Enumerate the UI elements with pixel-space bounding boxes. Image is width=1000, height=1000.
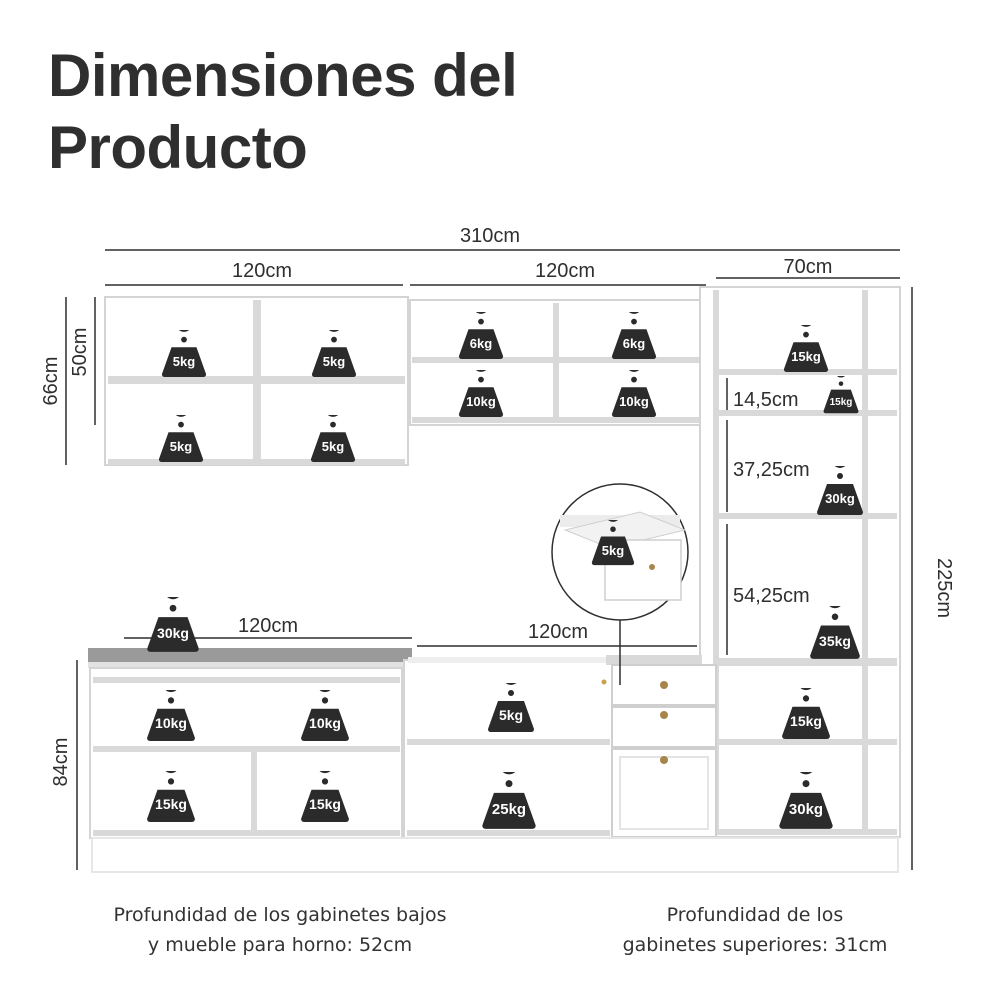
base-left-cabinet bbox=[89, 667, 403, 839]
countertop bbox=[88, 648, 412, 668]
weight-label: 30kg bbox=[789, 801, 823, 818]
weight-label: 5kg bbox=[170, 439, 192, 454]
weight-label: 10kg bbox=[466, 394, 496, 409]
total-width-label: 310cm bbox=[460, 225, 520, 247]
weight-label: 15kg bbox=[155, 796, 187, 812]
weight-label: 6kg bbox=[470, 336, 492, 351]
weight-label: 15kg bbox=[309, 796, 341, 812]
weight-upper-mid-3: 10kg bbox=[458, 370, 504, 418]
plinth bbox=[91, 837, 899, 873]
title-line-1: Dimensiones del bbox=[48, 42, 518, 109]
weight-tower-base-2: 30kg bbox=[779, 772, 833, 829]
weight-label: 10kg bbox=[155, 715, 187, 731]
page-title: Dimensiones del Producto bbox=[48, 40, 648, 184]
weight-base-left-4: 15kg bbox=[301, 771, 349, 822]
weight-label: 10kg bbox=[309, 715, 341, 731]
weight-tower-niche-small: 15kg bbox=[823, 376, 859, 414]
upper-middle-cabinet bbox=[409, 299, 706, 426]
weight-drawer: 5kg bbox=[591, 520, 635, 566]
drawer-detail-callout bbox=[551, 483, 689, 685]
weight-base-left-1: 10kg bbox=[147, 690, 195, 741]
weight-label: 15kg bbox=[790, 713, 822, 729]
weight-tower-niche-large: 35kg bbox=[810, 606, 860, 659]
weight-upper-left-3: 5kg bbox=[158, 415, 204, 463]
weight-countertop: 30kg bbox=[147, 597, 199, 652]
counter-middle-width-label: 120cm bbox=[528, 621, 588, 643]
drawer-unit bbox=[606, 655, 717, 838]
upper-depth-line-2: gabinetes superiores: 31cm bbox=[622, 934, 888, 956]
weight-base-left-2: 10kg bbox=[301, 690, 349, 741]
tower-width-label: 70cm bbox=[784, 256, 833, 278]
weight-label: 10kg bbox=[619, 394, 649, 409]
weight-base-mid-bottom: 25kg bbox=[482, 772, 536, 829]
weight-base-mid-top: 5kg bbox=[488, 683, 534, 732]
niche-large-label: 54,25cm bbox=[733, 585, 810, 607]
weight-upper-mid-2: 6kg bbox=[611, 312, 657, 360]
upper-left-width-label: 120cm bbox=[232, 260, 292, 282]
counter-left-width-label: 120cm bbox=[238, 615, 298, 637]
lower-depth-line-1: Profundidad de los gabinetes bajos bbox=[113, 904, 447, 926]
upper-total-height-label: 66cm bbox=[40, 357, 62, 406]
weight-upper-mid-1: 6kg bbox=[458, 312, 504, 360]
weight-label: 30kg bbox=[157, 625, 189, 641]
base-height-label: 84cm bbox=[50, 738, 72, 787]
upper-depth-line-1: Profundidad de los bbox=[666, 904, 844, 926]
weight-label: 15kg bbox=[830, 397, 853, 408]
weight-label: 25kg bbox=[492, 801, 526, 818]
weight-base-left-3: 15kg bbox=[147, 771, 195, 822]
weight-upper-mid-4: 10kg bbox=[611, 370, 657, 418]
weight-tower-niche-medium: 30kg bbox=[817, 466, 863, 515]
weight-label: 5kg bbox=[499, 707, 523, 723]
weight-label: 5kg bbox=[173, 354, 195, 369]
weight-label: 6kg bbox=[623, 336, 645, 351]
weight-label: 35kg bbox=[819, 633, 851, 649]
lower-depth-line-2: y mueble para horno: 52cm bbox=[147, 934, 413, 956]
weight-label: 5kg bbox=[602, 543, 624, 558]
tower-height-label: 225cm bbox=[933, 558, 955, 618]
niche-small-label: 14,5cm bbox=[733, 389, 799, 411]
weight-label: 15kg bbox=[791, 349, 821, 364]
upper-body-height-label: 50cm bbox=[69, 328, 91, 377]
weight-tower-base-1: 15kg bbox=[782, 688, 830, 739]
weight-tower-top: 15kg bbox=[783, 325, 829, 373]
weight-label: 5kg bbox=[323, 354, 345, 369]
weight-label: 5kg bbox=[322, 439, 344, 454]
title-line-2: Producto bbox=[48, 114, 308, 181]
niche-medium-label: 37,25cm bbox=[733, 459, 810, 481]
dimension-lines bbox=[65, 249, 913, 870]
weight-upper-left-4: 5kg bbox=[310, 415, 356, 463]
kettlebell-weight-icon bbox=[147, 597, 199, 652]
upper-depth-note: Profundidad de los gabinetes superiores:… bbox=[590, 900, 920, 960]
weight-label: 30kg bbox=[825, 491, 855, 506]
weight-upper-left-2: 5kg bbox=[311, 330, 357, 378]
lower-depth-note: Profundidad de los gabinetes bajos y mue… bbox=[60, 900, 500, 960]
upper-left-cabinet bbox=[104, 296, 409, 466]
upper-middle-width-label: 120cm bbox=[535, 260, 595, 282]
weight-upper-left-1: 5kg bbox=[161, 330, 207, 378]
tower-cabinet bbox=[699, 286, 901, 838]
